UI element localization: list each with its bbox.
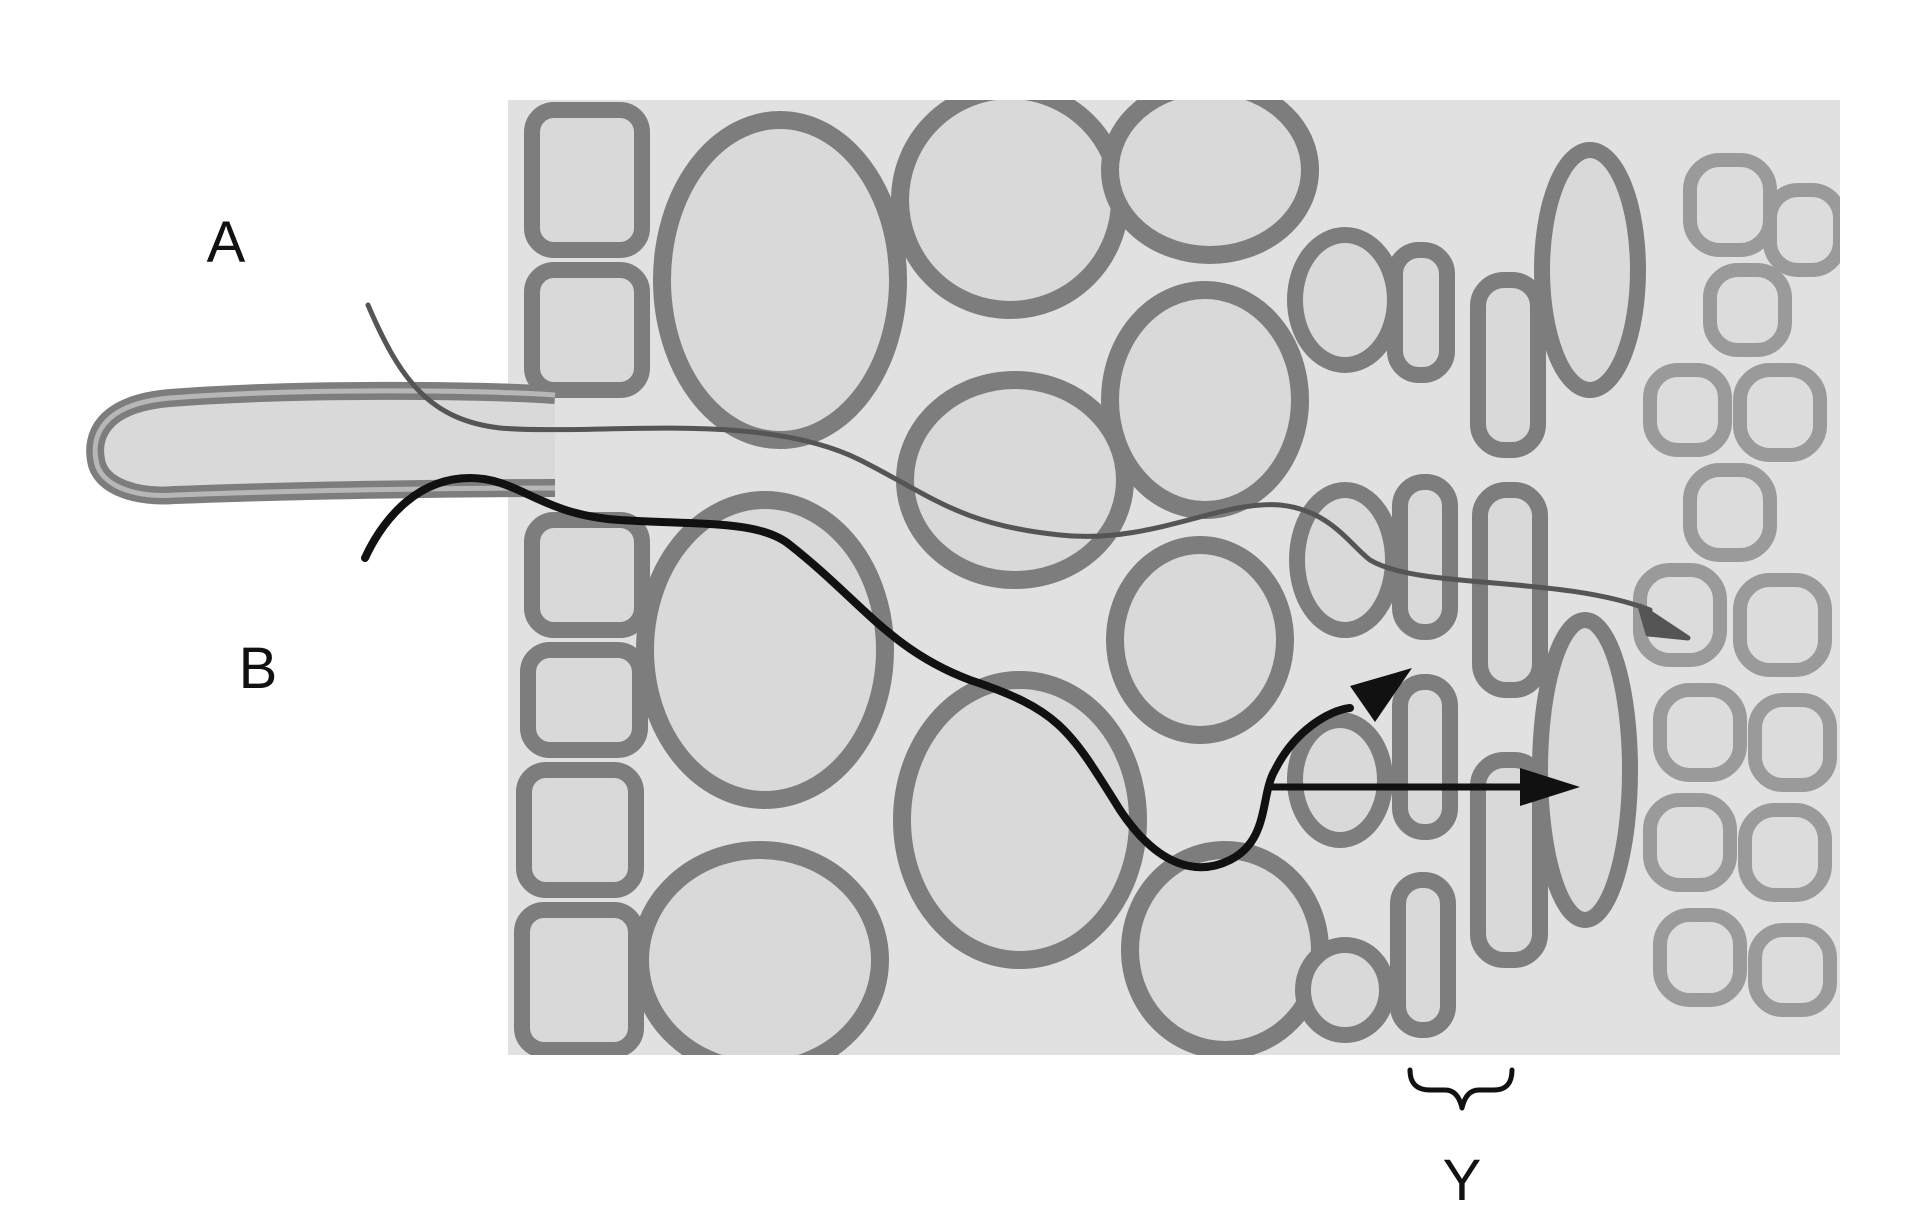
epidermis-cell — [524, 262, 650, 398]
stele-cell — [1643, 363, 1732, 457]
stele-cell — [1683, 153, 1777, 257]
cortex-cell — [1121, 841, 1329, 1055]
cell-layer — [514, 100, 1840, 1055]
epidermis-cell — [516, 762, 644, 898]
path-a-label: A — [207, 210, 246, 275]
pathway-a — [365, 302, 1691, 641]
cortex-cell — [1101, 100, 1319, 264]
arrowhead-icon — [1520, 768, 1580, 806]
cortex-cell — [893, 671, 1147, 969]
stele-cell — [1653, 683, 1747, 782]
cortex-cell — [631, 841, 889, 1055]
endodermis-cell — [1390, 872, 1456, 1038]
endodermis-cell — [1387, 242, 1455, 383]
endodermis-cell — [1392, 674, 1458, 840]
stele-cell — [1683, 463, 1777, 562]
endodermis-cell — [1472, 482, 1548, 698]
stele-cell — [1643, 793, 1737, 892]
stele-cell — [1733, 573, 1832, 677]
curly-brace-icon — [1407, 1067, 1515, 1111]
epidermis-cell — [524, 102, 650, 258]
endodermis-cell — [1392, 474, 1458, 640]
epidermis-cell — [524, 512, 650, 638]
endodermis-cell — [1470, 752, 1548, 968]
epidermis-cell — [520, 642, 648, 758]
cortex-cell — [636, 491, 894, 809]
cortex-cell — [1287, 712, 1393, 848]
cortex-cell — [1101, 281, 1309, 519]
stele-cell — [1653, 908, 1747, 1007]
cortex-cell — [891, 100, 1129, 319]
stele-cell — [1703, 263, 1792, 357]
stele-cell — [1763, 183, 1840, 277]
cortex-cell — [1295, 937, 1395, 1043]
stele-cell — [1738, 803, 1832, 902]
arrowhead-icon — [1637, 603, 1691, 641]
endodermis-cell — [1534, 142, 1646, 398]
endodermis-cell — [1470, 272, 1546, 458]
arrowhead-icon — [1350, 668, 1412, 722]
epidermis-cell — [514, 902, 644, 1055]
endodermis-cell — [1532, 612, 1638, 928]
pathway-b — [361, 474, 1580, 872]
stele-cell — [1748, 923, 1837, 1017]
cortex-cell — [896, 371, 1134, 589]
path-b-label: B — [239, 636, 278, 701]
cortex-cell — [1287, 227, 1403, 373]
stele-cell — [1748, 693, 1837, 792]
cortex-cell — [653, 111, 907, 449]
stele-cell — [1733, 363, 1827, 462]
cortex-cell — [1106, 536, 1294, 744]
region-y-label: Y — [1443, 1148, 1482, 1208]
root-hair — [86, 381, 556, 505]
